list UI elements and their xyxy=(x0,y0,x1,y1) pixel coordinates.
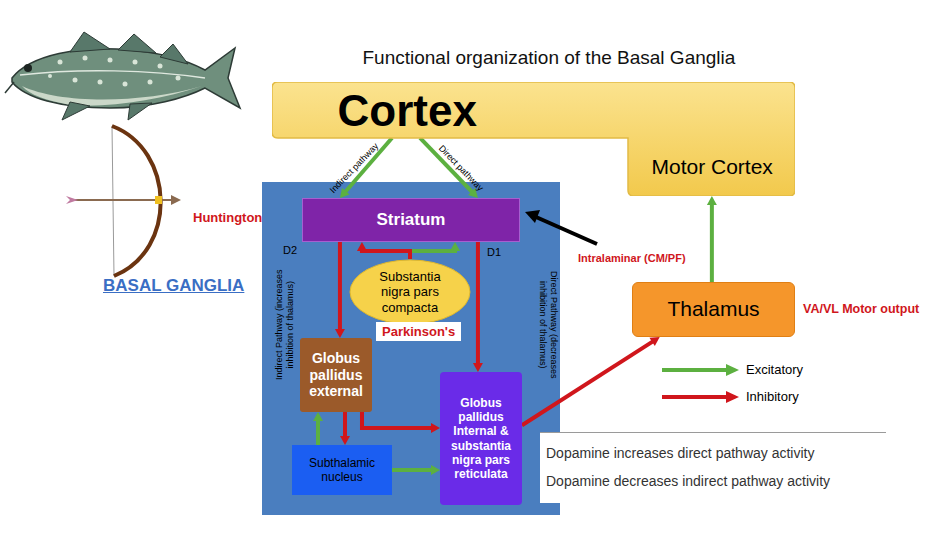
connector xyxy=(340,412,350,445)
arrow-tip xyxy=(171,195,181,205)
diagram-title: Functional organization of the Basal Gan… xyxy=(363,47,736,69)
node-label: Thalamus xyxy=(667,297,759,322)
receptor-label: D1 xyxy=(487,246,501,258)
connector xyxy=(357,242,410,259)
topic-heading: BASAL GANGLIA xyxy=(103,276,244,296)
connector-line xyxy=(392,468,432,472)
connector xyxy=(473,242,483,372)
pathway-label: Direct Pathway (decreases inhibition of … xyxy=(537,252,559,397)
arrowhead xyxy=(340,436,350,445)
fish-illustration xyxy=(5,32,240,120)
connector xyxy=(420,138,478,198)
pointer-arrow xyxy=(536,217,597,244)
note-text: Dopamine decreases indirect pathway acti… xyxy=(546,467,880,495)
receptor-label: D2 xyxy=(283,244,297,256)
legend-text: Excitatory xyxy=(746,362,803,377)
connector-line xyxy=(476,242,480,364)
node-label: Globus pallidus Internal & substantia ni… xyxy=(444,396,518,481)
connector-line xyxy=(362,250,410,259)
node-label: Globus pallidus external xyxy=(304,350,368,400)
region-label: Motor Cortex xyxy=(652,154,773,179)
fish-barbel xyxy=(5,82,14,93)
arrowhead xyxy=(313,412,323,421)
legend-row: Inhibitory xyxy=(660,389,799,404)
connector-line xyxy=(522,341,653,425)
fish-eye xyxy=(24,64,32,72)
node-label: Substantia nigra pars compacta xyxy=(367,269,453,315)
fish-fin xyxy=(128,103,152,120)
connector-line xyxy=(710,204,714,282)
connector xyxy=(522,337,660,425)
connector-line xyxy=(338,242,342,330)
fish-spots xyxy=(48,56,181,87)
input-label: Intralaminar (CM/PF) xyxy=(578,252,686,264)
pointer-arrowhead xyxy=(525,210,540,223)
note-text: Dopamine increases direct pathway activi… xyxy=(546,439,880,467)
connector-line xyxy=(316,420,320,445)
disease-label: Huntington xyxy=(193,210,262,225)
arrowhead xyxy=(340,188,350,198)
thalamus-box: Thalamus xyxy=(632,282,795,337)
fish-belly xyxy=(22,86,202,106)
bow-grip xyxy=(155,196,162,204)
connector-line xyxy=(362,412,432,428)
fish-body xyxy=(12,48,240,108)
fish-fin xyxy=(118,34,156,53)
arrowhead xyxy=(450,242,460,251)
subthalamic-nucleus-box: Subthalamic nucleus xyxy=(292,445,392,495)
pathway-label: Indirect Pathway (increases inhibition o… xyxy=(273,252,295,397)
connector xyxy=(410,242,460,259)
arrowhead xyxy=(649,337,659,346)
substantia-nigra-ellipse: Substantia nigra pars compacta xyxy=(349,259,471,325)
arrowhead xyxy=(431,465,440,475)
arrowhead xyxy=(707,196,717,205)
globus-pallidus-internal-box: Globus pallidus Internal & substantia ni… xyxy=(440,372,522,505)
ellipse-shape xyxy=(350,260,470,324)
disease-label: Parkinson's xyxy=(376,322,461,341)
legend-row: Excitatory xyxy=(660,362,803,377)
connector xyxy=(335,242,345,338)
output-label: VA/VL Motor output xyxy=(803,302,919,316)
basal-ganglia-panel: Indirect Pathway (increases inhibition o… xyxy=(262,182,560,515)
arrowhead xyxy=(357,242,367,251)
cortex-band: CortexMotor Cortex xyxy=(272,82,795,196)
legend-arrow-line xyxy=(662,395,728,399)
fish-fin xyxy=(160,44,188,64)
legend-arrow xyxy=(660,363,740,377)
legend-arrow-head xyxy=(726,391,739,403)
node-label: Subthalamic nucleus xyxy=(296,456,388,484)
bow-illustration xyxy=(66,126,181,276)
connector xyxy=(392,465,440,475)
connector xyxy=(313,412,323,445)
legend-arrow-head xyxy=(726,364,739,376)
arrowhead xyxy=(335,329,345,338)
globus-pallidus-external-box: Globus pallidus external xyxy=(300,338,372,412)
connector-line xyxy=(410,250,455,259)
fish-fin xyxy=(62,102,90,120)
connector-line xyxy=(343,412,347,437)
arrowhead xyxy=(473,363,483,372)
striatum-box: Striatum xyxy=(302,198,520,242)
arrow-fletching xyxy=(66,196,78,204)
region-label: Cortex xyxy=(338,85,477,138)
note-box: Dopamine increases direct pathway activi… xyxy=(540,432,886,503)
fish-fin xyxy=(70,32,110,52)
legend-text: Inhibitory xyxy=(746,389,799,404)
arrowhead xyxy=(431,423,440,433)
connector xyxy=(707,196,717,282)
connector xyxy=(362,412,440,433)
legend-arrow-line xyxy=(662,368,728,372)
legend-arrow xyxy=(660,390,740,404)
cortex-shape xyxy=(272,82,795,196)
node-label: Striatum xyxy=(377,210,446,230)
